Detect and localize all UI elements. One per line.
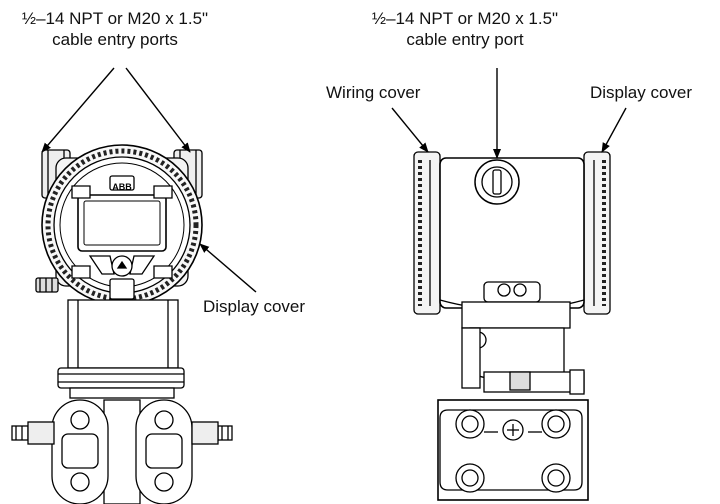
right-port-line1: ½–14 NPT or M20 x 1.5" [371, 9, 559, 28]
left-ports-line2: cable entry ports [52, 30, 178, 49]
side-view-transmitter [413, 151, 611, 501]
lcd-display [77, 194, 167, 252]
keypad [88, 255, 156, 277]
display-cover-right-label: Display cover [590, 83, 693, 102]
arrow-wiring-cover [391, 107, 429, 153]
left-ports-line1: ½–14 NPT or M20 x 1.5" [21, 9, 209, 28]
left-cable-entry-ports-label: ½–14 NPT or M20 x 1.5" cable entry ports [0, 8, 230, 50]
abb-logo: ABB [112, 182, 132, 192]
callout-arrows [41, 67, 627, 293]
arrow-display-cover-left [199, 243, 257, 293]
right-cable-entry-port-label: ½–14 NPT or M20 x 1.5" cable entry port [350, 8, 580, 50]
side-display-cover [583, 151, 611, 315]
arrow-left-ports-b [125, 67, 191, 153]
right-port-line2: cable entry port [406, 30, 524, 49]
process-flange-front [11, 399, 233, 504]
front-view-transmitter [11, 144, 233, 504]
arrow-display-cover-right [601, 107, 627, 153]
top-cable-entry-port [474, 159, 520, 205]
display-cover-left-label: Display cover [203, 297, 306, 316]
wiring-cover [413, 151, 441, 315]
arrow-left-ports-a [41, 67, 115, 153]
wiring-cover-label: Wiring cover [326, 83, 421, 102]
process-flange-side [437, 399, 589, 501]
